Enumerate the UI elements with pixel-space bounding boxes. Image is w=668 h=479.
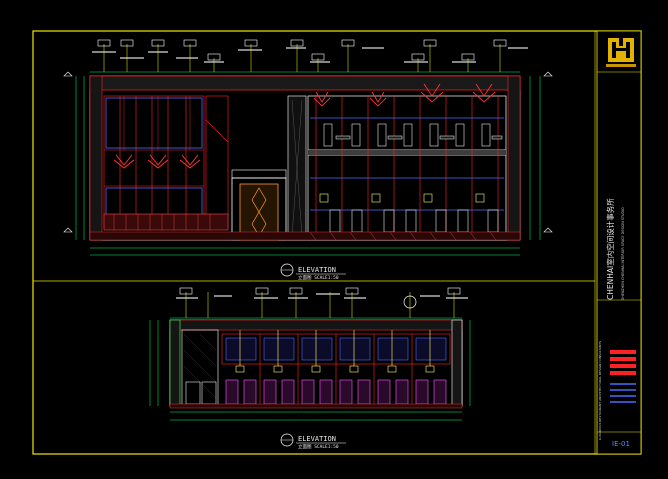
company-name: CHENHAI室内空间设计事务所 — [605, 198, 615, 300]
upper-tag-leaders — [103, 44, 501, 72]
upper-ceiling-band — [89, 75, 521, 91]
upper-right-blue-bands — [310, 117, 504, 211]
sheet-border — [32, 30, 642, 455]
upper-left-pilaster — [89, 75, 103, 241]
logo-caption-bar — [606, 64, 636, 67]
upper-tier-tables — [335, 135, 503, 140]
upper-level-markers — [63, 71, 553, 233]
upper-elevation-title: ELEVATION 立面图 SCALE1:50 — [280, 263, 346, 281]
lower-dimensions — [149, 317, 471, 421]
lower-elevation-title: ELEVATION 立面图 SCALE1:50 — [280, 433, 346, 450]
lower-tier-chairs — [329, 209, 499, 233]
upper-right-chandeliers — [313, 83, 496, 107]
title-block-legend — [610, 350, 636, 403]
drawing-area-border — [32, 30, 596, 455]
upper-elevation-label: ELEVATION — [298, 266, 336, 274]
upper-elevation — [63, 39, 553, 256]
lower-tag-leaders — [185, 292, 455, 318]
lower-elevation-label: ELEVATION — [298, 435, 336, 443]
lower-pendant-lamps — [235, 330, 435, 373]
lower-note-lines — [176, 293, 468, 299]
lower-tier-lamps — [319, 193, 485, 203]
lower-ceiling-band — [169, 319, 463, 331]
lower-booth-frames — [221, 333, 451, 406]
upper-right-pilaster — [507, 75, 521, 241]
upper-door-lintel — [231, 169, 287, 179]
upper-tag-boxes — [97, 39, 507, 61]
sheet-number: IE-01 — [612, 440, 630, 448]
hd-monogram-icon — [608, 38, 634, 62]
upper-floor-hatch — [309, 231, 497, 241]
upper-tier-chairs — [323, 123, 491, 147]
upper-right-slab — [308, 150, 506, 155]
lower-right-wall — [451, 319, 463, 407]
lower-booth-backlit-panels — [225, 337, 447, 361]
upper-left-chandeliers — [113, 96, 201, 169]
upper-floor-base — [89, 231, 521, 241]
upper-left-banquette-tufts — [113, 214, 211, 230]
lower-tag-boxes — [179, 287, 461, 295]
lower-callout-marker — [403, 295, 417, 309]
lower-left-wall — [169, 319, 181, 407]
upper-elevation-scale: 立面图 SCALE1:50 — [298, 274, 339, 281]
lower-elevation — [149, 287, 471, 421]
lower-floor-base — [169, 403, 463, 409]
lower-elevation-scale: 立面图 SCALE1:50 — [298, 443, 339, 450]
upper-note-lines — [92, 47, 528, 63]
title-block: CHENHAI室内空间设计事务所 SHENZHEN CHENHAI INTERI… — [596, 30, 642, 455]
lower-armchairs — [185, 381, 217, 405]
upper-left-panels — [103, 95, 229, 229]
company-name-english: SHENZHEN CHENHAI INTERIOR SPACE DESIGN S… — [621, 207, 625, 300]
project-info: LUXURIOUS RESTAURANT ARCHITECTURAL DESIG… — [598, 341, 602, 440]
upper-left-banquette — [103, 213, 229, 231]
upper-dimensions — [75, 71, 541, 256]
